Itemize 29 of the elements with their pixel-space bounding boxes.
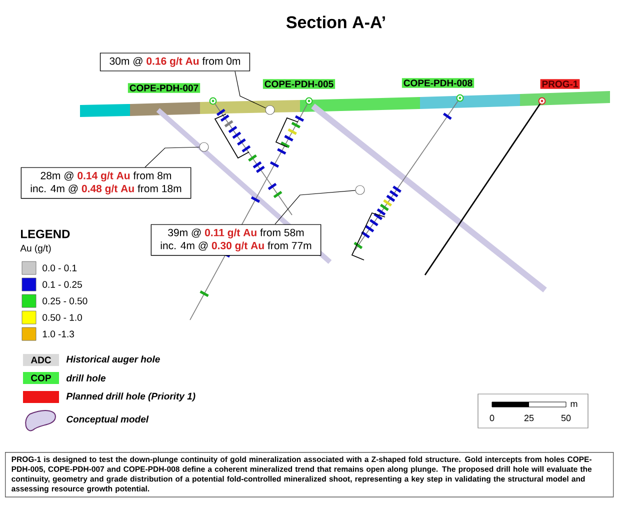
legend-label: 0.25 - 0.50 [42, 298, 88, 304]
legend-label: 1.0 -1.3 [42, 330, 74, 338]
callout-box: 39m @ 0.11 g/t Au from 58m inc. 4m @ 0.30 g/t Au from 77m [150, 224, 322, 256]
legend-label: 0.50 - 1.0 [42, 314, 82, 321]
legend-label: Historical auger hole [66, 356, 160, 364]
scale-label: m [570, 402, 578, 407]
legend-label: 0.1 - 0.25 [42, 281, 82, 288]
callout-box: 28m @ 0.14 g/t Au from 8m inc. 4m @ 0.48 g/t Au from 18m [20, 167, 192, 199]
marker-circle [355, 185, 365, 195]
legend-label: 0.0 - 0.1 [42, 264, 77, 272]
marker-circle [199, 142, 209, 152]
legend-label: Planned drill hole (Priority 1) [66, 392, 196, 402]
leader-line [274, 190, 356, 225]
legend-label: drill hole [66, 374, 106, 382]
scale-label: 0 [490, 414, 494, 422]
drill-hole-label: PROG-1 [540, 79, 580, 89]
leader-line [234, 70, 266, 108]
legend-subheading: Au (g/t) [20, 244, 51, 254]
legend-heading: LEGEND [21, 230, 70, 238]
drill-hole-label: COPE-PDH-007 [128, 83, 200, 93]
drill-hole-label: COPE-PDH-008 [402, 78, 474, 88]
marker-circle [265, 105, 275, 115]
leader-line [144, 146, 200, 168]
scale-label: 50 [561, 414, 571, 422]
callout-box: 30m @ 0.16 g/t Au from 0m [100, 52, 250, 72]
drill-hole-label: COPE-PDH-005 [262, 79, 336, 89]
section-title: Section A-A’ [286, 16, 385, 28]
legend-label: Conceptual model [66, 416, 149, 424]
scale-label: 25 [524, 414, 534, 422]
